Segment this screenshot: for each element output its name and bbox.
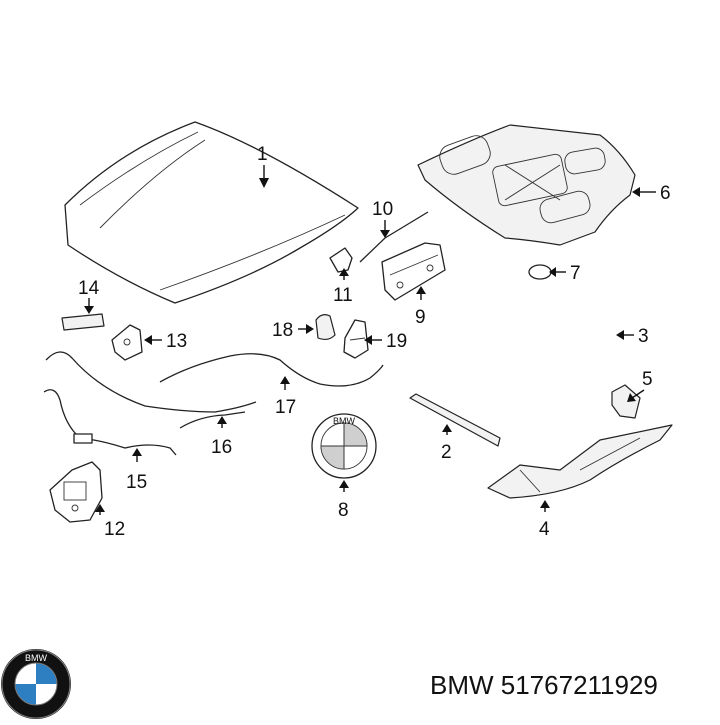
bracket-part-5 — [611, 384, 641, 419]
callout-4: 4 — [539, 500, 550, 540]
callout-number: 11 — [333, 285, 353, 306]
callout-13: 13 — [144, 331, 187, 352]
callout-number: 4 — [539, 519, 550, 540]
callout-number: 3 — [638, 326, 649, 347]
grommet-part — [528, 264, 552, 280]
callout-3: 3 — [616, 326, 649, 347]
emblem-part: BMW — [311, 413, 377, 479]
callout-11: 11 — [333, 268, 353, 306]
pad-part — [61, 313, 105, 331]
callout-7: 7 — [549, 263, 581, 284]
latch-part — [49, 461, 103, 523]
seal-strip-part — [409, 393, 501, 447]
callout-number: 13 — [166, 331, 187, 352]
callout-number: 5 — [642, 369, 653, 390]
callout-16: 16 — [211, 416, 232, 458]
callout-number: 2 — [441, 442, 452, 463]
callout-number: 19 — [386, 331, 407, 352]
hood-part — [64, 121, 359, 304]
callout-10: 10 — [372, 199, 393, 238]
callout-number: 17 — [275, 397, 296, 418]
hinge-part — [381, 242, 446, 301]
callout-number: 10 — [372, 199, 393, 220]
emblem-lettering: BMW — [333, 416, 356, 426]
callout-number: 16 — [211, 437, 232, 458]
callout-17: 17 — [275, 376, 296, 418]
bracket-part-11 — [329, 247, 353, 273]
callout-number: 7 — [570, 263, 581, 284]
callout-15: 15 — [126, 448, 147, 493]
gas-strut-part — [359, 211, 429, 263]
callout-8: 8 — [338, 480, 349, 521]
callout-14: 14 — [78, 278, 100, 314]
callout-5: 5 — [627, 369, 653, 402]
callout-number: 15 — [126, 472, 147, 493]
callout-1: 1 — [257, 144, 269, 188]
callout-number: 14 — [78, 278, 100, 299]
cable-part-17 — [159, 353, 384, 387]
callout-2: 2 — [441, 424, 452, 463]
svg-text:BMW: BMW — [25, 653, 48, 663]
callout-number: 9 — [415, 307, 426, 328]
callout-number: 1 — [257, 144, 268, 165]
callout-18: 18 — [272, 320, 314, 341]
underbody-shield-part — [417, 124, 636, 246]
part-number-label: BMW 51767211929 — [430, 670, 658, 700]
callout-number: 12 — [104, 519, 125, 540]
latch-bracket-part — [111, 324, 143, 361]
clip-part-18 — [315, 314, 336, 341]
callout-19: 19 — [364, 331, 407, 352]
bmw-logo: BMW — [1, 649, 71, 719]
callout-6: 6 — [632, 183, 671, 204]
callout-12: 12 — [95, 504, 125, 540]
callout-number: 8 — [338, 500, 349, 521]
callout-number: 6 — [660, 183, 671, 204]
cover-panel-part — [487, 424, 673, 499]
cable-part-16 — [45, 351, 257, 429]
callout-number: 18 — [272, 320, 293, 341]
bracket-part-19 — [343, 319, 369, 359]
seal-part-3 — [426, 294, 618, 414]
cable-part-15 — [43, 389, 177, 456]
callout-9: 9 — [415, 286, 426, 328]
